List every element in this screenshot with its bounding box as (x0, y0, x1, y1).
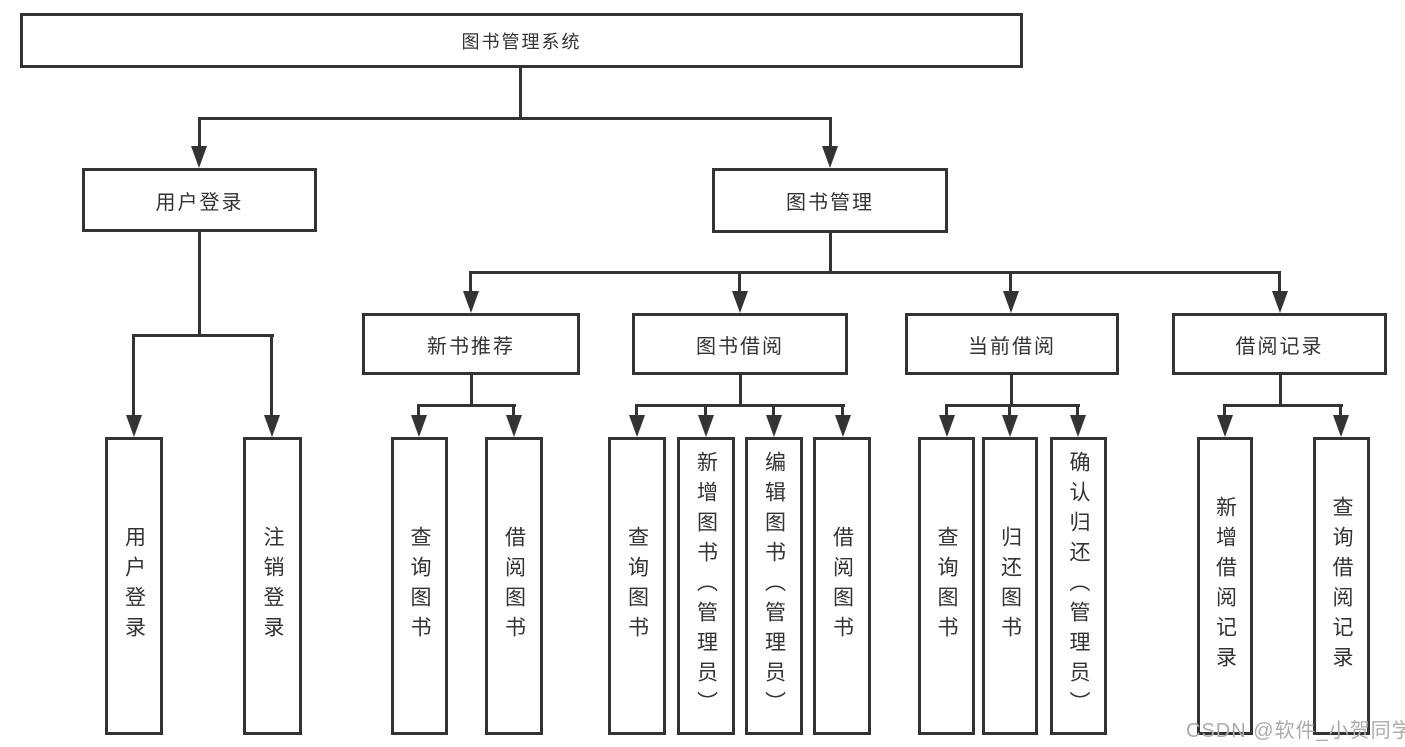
arrow-down-icon (264, 415, 280, 437)
arrow-down-icon (939, 415, 955, 437)
node-label: 查询借阅记录 (1330, 496, 1353, 676)
leaf-borrow-books: 借阅图书 (813, 437, 871, 735)
leaf-query-books-borrowing: 查询图书 (608, 437, 666, 735)
node-label: 新书推荐 (427, 335, 515, 358)
arrow-down-icon (411, 415, 427, 437)
node-book-management: 图书管理 (712, 168, 948, 233)
arrow-down-icon (732, 291, 748, 313)
node-label: 新增借阅记录 (1213, 496, 1237, 676)
arrow-down-icon (126, 415, 142, 437)
connector-line (198, 232, 201, 336)
arrow-down-icon (1272, 291, 1288, 313)
node-user-login: 用户登录 (82, 168, 317, 232)
connector-line (704, 404, 707, 416)
connector-line (739, 375, 742, 406)
connector-line (469, 271, 472, 292)
node-label: 图书管理 (786, 192, 874, 214)
connector-line (1009, 271, 1012, 292)
connector-line (635, 404, 638, 416)
node-label: 图书借阅 (696, 335, 784, 358)
node-library-management-system: 图书管理系统 (20, 13, 1023, 68)
node-label: 查询图书 (935, 526, 958, 646)
leaf-add-borrow-record: 新增借阅记录 (1197, 437, 1253, 735)
arrow-down-icon (698, 415, 714, 437)
connector-line (198, 117, 201, 148)
node-label: 用户登录 (122, 526, 146, 646)
leaf-return-books: 归还图书 (982, 437, 1038, 735)
connector-line (270, 334, 273, 416)
connector-line (1278, 271, 1281, 292)
connector-line (829, 117, 832, 148)
arrow-down-icon (1003, 291, 1019, 313)
leaf-add-book-admin: 新增图书（管理员） (677, 437, 735, 735)
connector-line (1223, 404, 1343, 407)
arrow-down-icon (1217, 415, 1233, 437)
node-label: 借阅图书 (830, 526, 854, 646)
connector-line (1076, 404, 1079, 416)
connector-line (469, 271, 1281, 274)
arrow-down-icon (463, 291, 479, 313)
connector-line (519, 68, 522, 118)
watermark: CSDN @软件_小贺同学 (1186, 720, 1405, 742)
node-label: 查询图书 (625, 526, 649, 646)
leaf-borrow-books-recommend: 借阅图书 (485, 437, 543, 735)
connector-line (841, 404, 844, 416)
connector-line (132, 334, 274, 337)
arrow-down-icon (766, 415, 782, 437)
node-current-borrowing: 当前借阅 (905, 313, 1119, 375)
arrow-down-icon (1333, 415, 1349, 437)
node-label: 用户登录 (155, 191, 244, 214)
node-label: 归还图书 (998, 526, 1022, 646)
node-label: 新增图书（管理员） (694, 451, 718, 721)
connector-line (635, 404, 845, 407)
connector-line (512, 404, 515, 416)
connector-line (1010, 375, 1013, 406)
leaf-confirm-return-admin: 确认归还（管理员） (1050, 437, 1107, 735)
node-label: 确认归还（管理员） (1067, 451, 1090, 721)
connector-line (470, 375, 473, 406)
node-label: 图书管理系统 (461, 31, 582, 52)
arrow-down-icon (1002, 415, 1018, 437)
node-borrow-records: 借阅记录 (1172, 313, 1387, 375)
connector-line (1223, 404, 1226, 416)
connector-line (829, 233, 832, 273)
arrow-down-icon (1070, 415, 1086, 437)
node-label: 查询图书 (408, 526, 431, 646)
leaf-query-borrow-record: 查询借阅记录 (1313, 437, 1370, 735)
arrow-down-icon (506, 415, 522, 437)
node-label: 借阅记录 (1235, 335, 1324, 358)
connector-line (417, 404, 516, 407)
leaf-query-books-recommend: 查询图书 (391, 437, 448, 735)
leaf-user-login: 用户登录 (105, 437, 163, 735)
connector-line (1279, 375, 1282, 406)
node-label: 借阅图书 (502, 526, 526, 646)
connector-line (1339, 404, 1342, 416)
leaf-edit-book-admin: 编辑图书（管理员） (745, 437, 803, 735)
connector-line (772, 404, 775, 416)
connector-line (132, 334, 135, 416)
arrow-down-icon (835, 415, 851, 437)
node-label: 当前借阅 (968, 335, 1056, 358)
node-new-book-recommend: 新书推荐 (362, 313, 580, 375)
connector-line (945, 404, 948, 416)
connector-line (1008, 404, 1011, 416)
node-label: 编辑图书（管理员） (762, 451, 786, 721)
connector-line (417, 404, 420, 416)
leaf-logout: 注销登录 (243, 437, 302, 735)
arrow-down-icon (629, 415, 645, 437)
node-book-borrowing: 图书借阅 (632, 313, 848, 375)
arrow-down-icon (191, 146, 207, 168)
leaf-query-books-current: 查询图书 (918, 437, 975, 735)
arrow-down-icon (822, 146, 838, 168)
connector-line (198, 117, 832, 120)
connector-line (945, 404, 1080, 407)
connector-line (738, 271, 741, 292)
node-label: 注销登录 (261, 526, 284, 646)
